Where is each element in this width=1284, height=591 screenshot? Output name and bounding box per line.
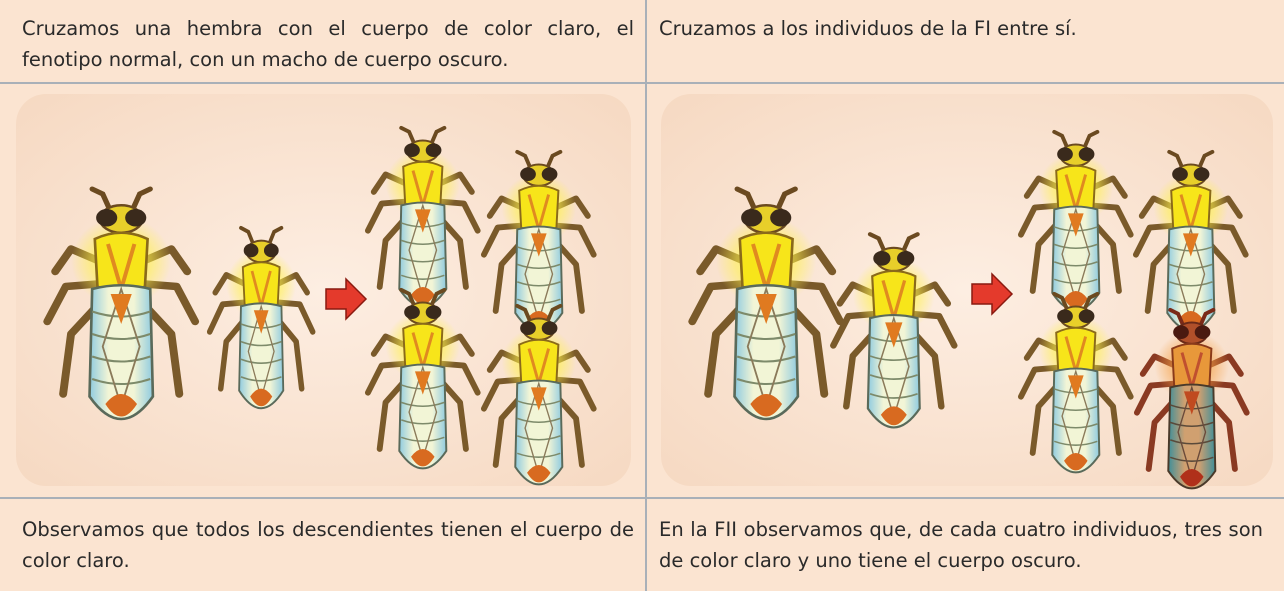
panel-parent-cross bbox=[0, 84, 645, 497]
caption-f1-result: Observamos que todos los descendientes t… bbox=[22, 518, 634, 572]
caption-parent-cross: Cruzamos una hembra con el cuerpo de col… bbox=[22, 17, 634, 71]
divider-top bbox=[0, 82, 1284, 84]
caption-f2-result: En la FII observamos que, de cada cuatro… bbox=[659, 518, 1263, 572]
caption-f1-cross: Cruzamos a los individuos de la FI entre… bbox=[659, 17, 1077, 40]
divider-vertical bbox=[645, 0, 647, 591]
divider-bottom bbox=[0, 497, 1284, 499]
panel-f1-cross bbox=[647, 84, 1284, 497]
